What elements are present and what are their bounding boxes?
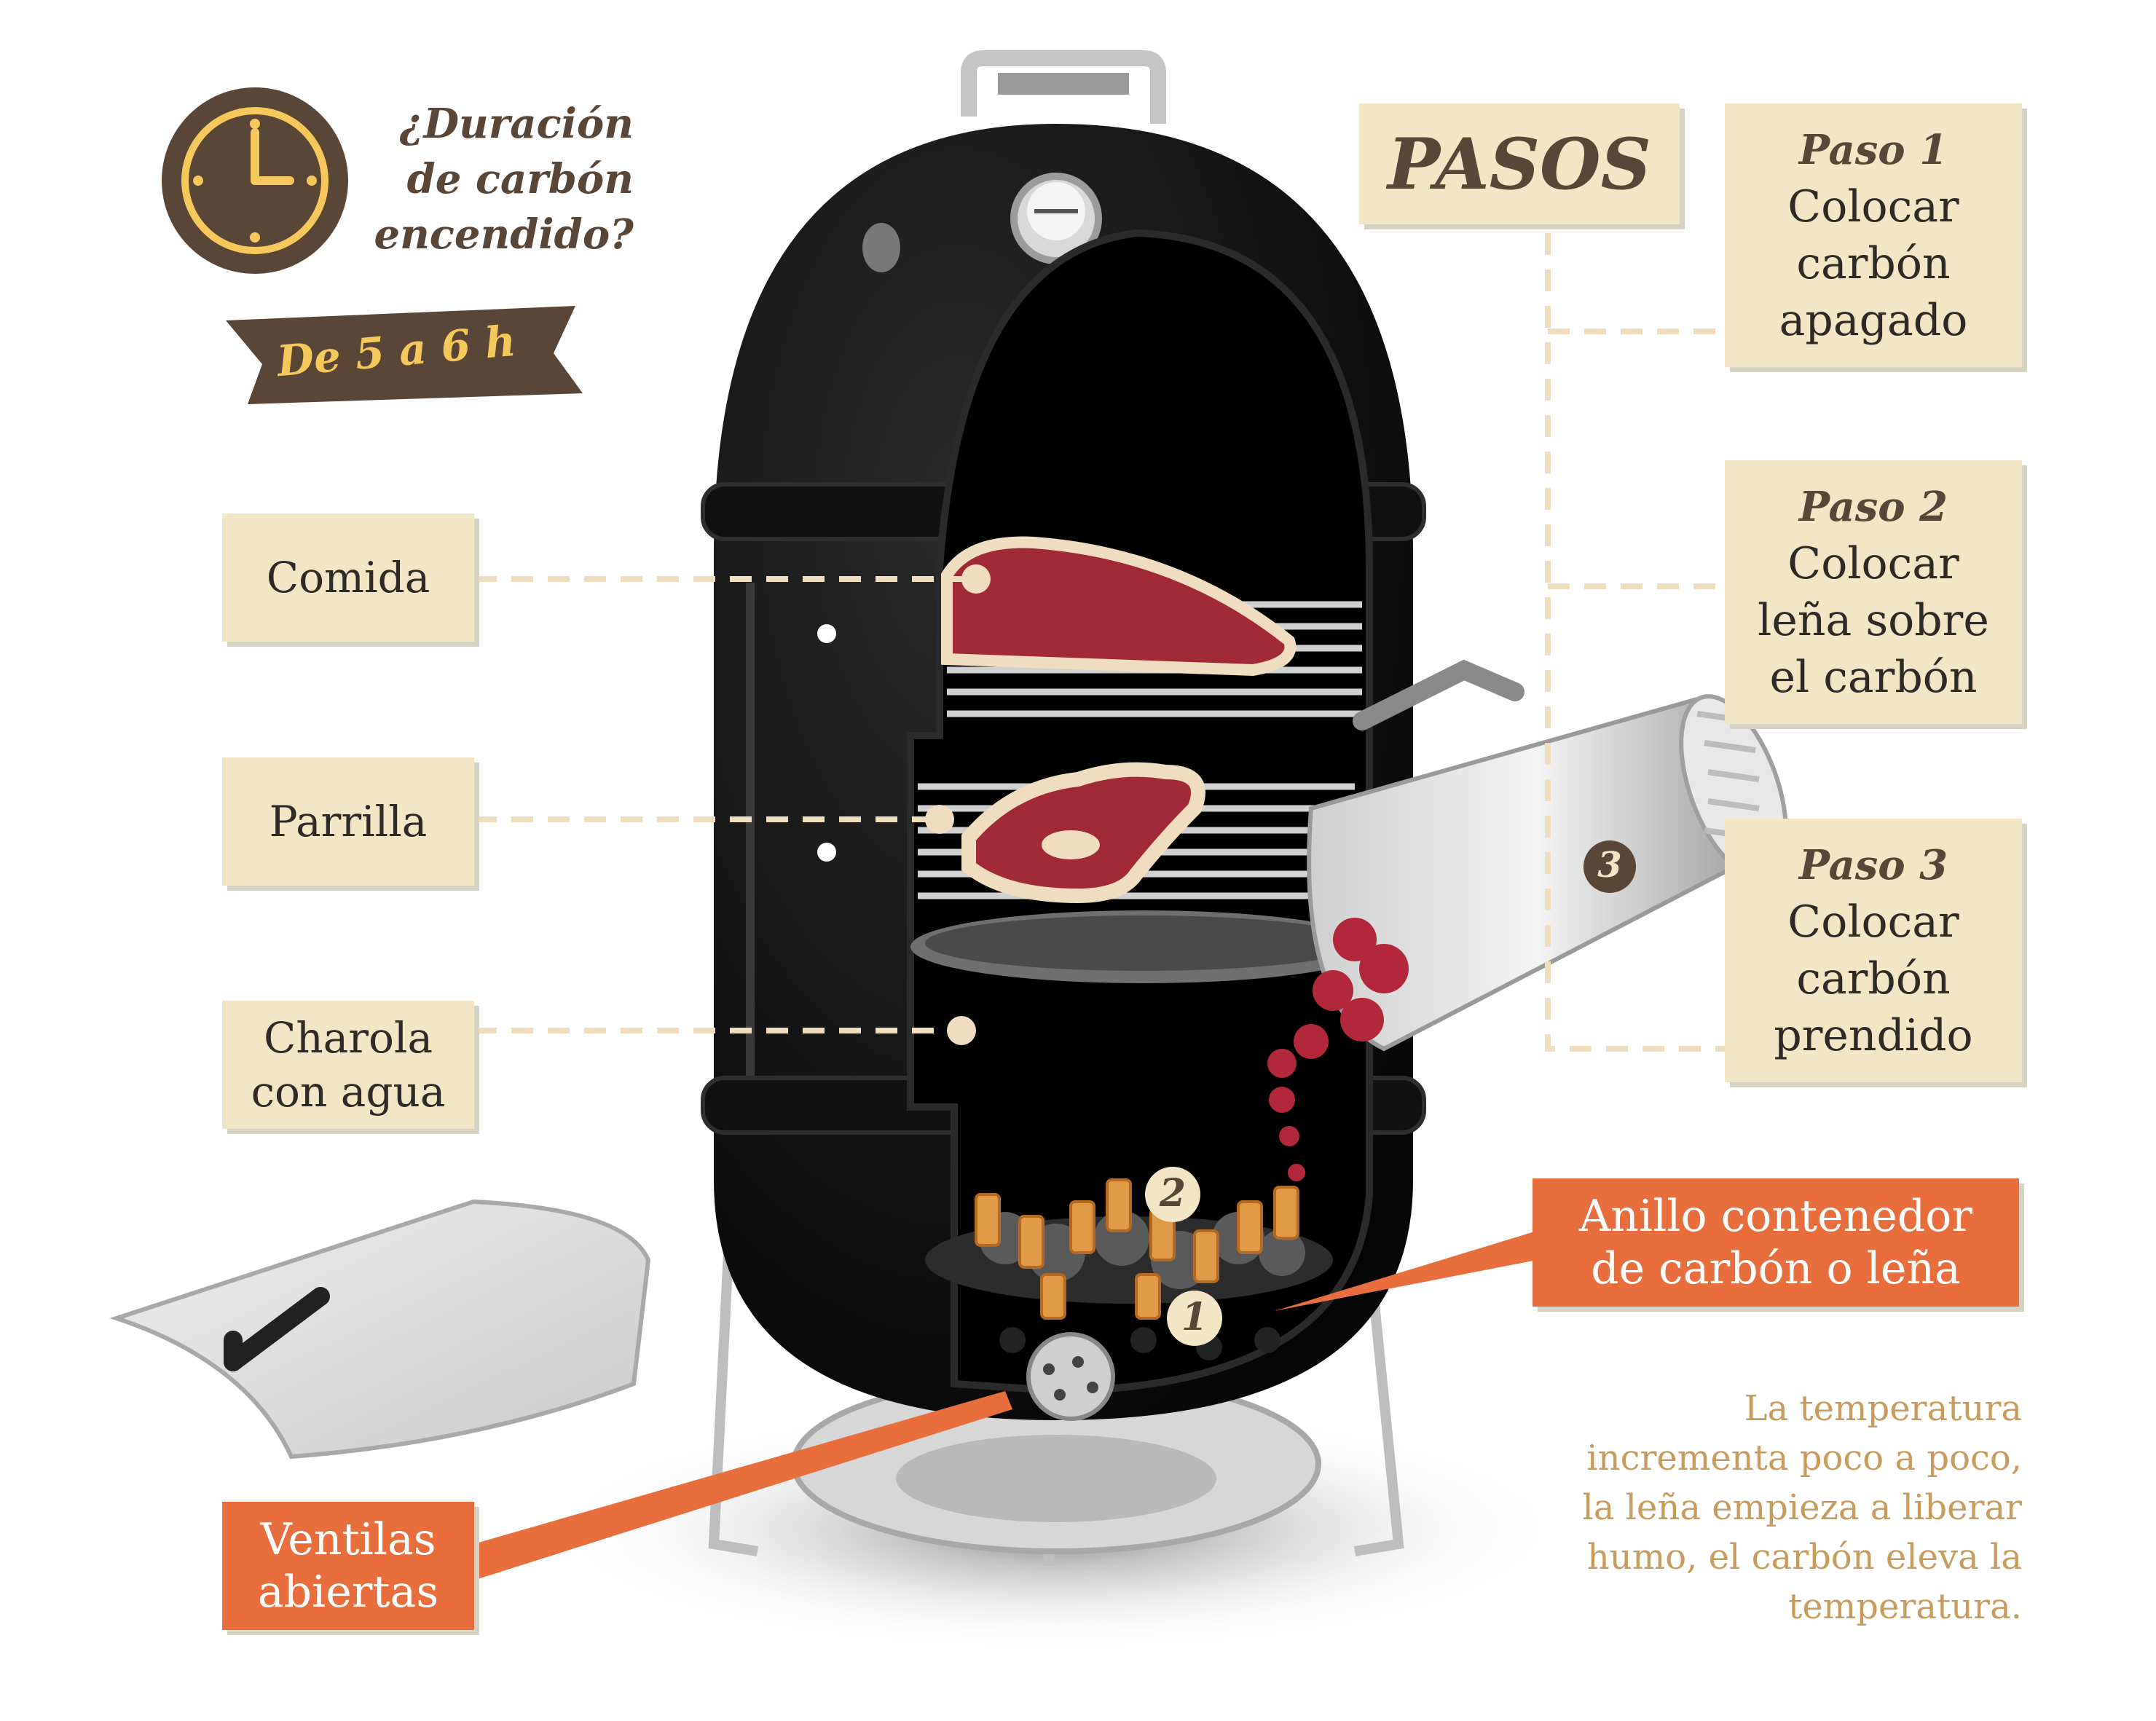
duration-ribbon [226,306,583,404]
callout-anillo: Anillo contenedor de carbón o leña [1533,1178,2019,1307]
marker-2-label: 2 [1159,1171,1187,1216]
marker-3-label: 3 [1597,845,1622,886]
label-comida: Comida [222,513,474,642]
meat-top [941,536,1297,677]
marker-3 [1583,840,1636,893]
marker-1 [1167,1291,1222,1346]
temperature-note: La temperatura incrementa poco a poco, l… [1582,1388,2022,1627]
connectors [475,233,1726,1052]
access-door [109,1199,651,1460]
step-1: Paso 1 Colocar carbón apagado [1725,103,2022,367]
lid-handle [961,50,1166,124]
chimney-starter [1267,659,1788,1181]
step-3: Paso 3 Colocar carbón prendido [1725,819,2022,1082]
label-charola: Charola con agua [222,1001,474,1129]
pasos-title: PASOS [1359,103,1680,224]
marker-1-label: 1 [1181,1295,1208,1339]
anillo-leader [1275,1231,1537,1311]
duration-question: ¿Duración de carbón encendido? [374,100,634,259]
callout-ventilas: Ventilas abiertas [222,1502,474,1630]
ventilas-leader [473,1391,1012,1580]
label-parrilla: Parrilla [222,757,474,886]
charcoal-basket [925,1178,1333,1360]
marker-2 [1145,1167,1200,1222]
clock-icon [162,87,348,274]
vent [1026,1332,1115,1421]
step-2: Paso 2 Colocar leña sobre el carbón [1725,460,2022,724]
